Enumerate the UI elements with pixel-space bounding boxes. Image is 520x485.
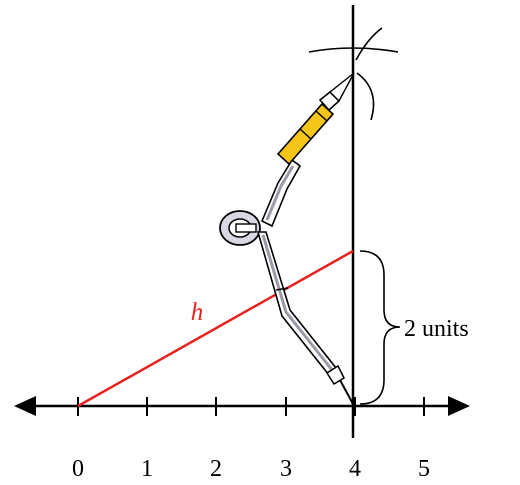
number-line-right-arrow	[448, 396, 470, 416]
compass-arc-right	[356, 72, 375, 121]
hypotenuse-label: h	[191, 299, 204, 326]
tick-label-1: 1	[141, 456, 153, 482]
tick-label-2: 2	[210, 456, 222, 482]
tick-label-3: 3	[280, 456, 292, 482]
height-brace-label: 2 units	[404, 316, 469, 342]
compass-lower-arm-inner	[261, 234, 338, 376]
compass-needle	[339, 379, 354, 405]
pencil-tip	[328, 72, 355, 103]
tick-label-5: 5	[418, 456, 430, 482]
hypotenuse-line	[77, 249, 354, 408]
compass-pencil	[276, 72, 355, 166]
compass-arc-upper	[355, 27, 383, 61]
number-line-left-arrow	[14, 396, 36, 416]
compass-hinge-pin	[235, 223, 257, 233]
compass-needle-holder	[325, 364, 345, 386]
height-brace	[359, 250, 401, 405]
compass-arc	[308, 47, 399, 53]
compass-upper-arm-inner	[265, 165, 295, 221]
tick-label-4: 4	[349, 456, 361, 482]
tick-labels: 0 1 2 3 4 5	[72, 456, 430, 482]
compass-illustration	[219, 72, 355, 405]
tick-marks	[77, 397, 425, 416]
tick-label-0: 0	[72, 456, 84, 482]
